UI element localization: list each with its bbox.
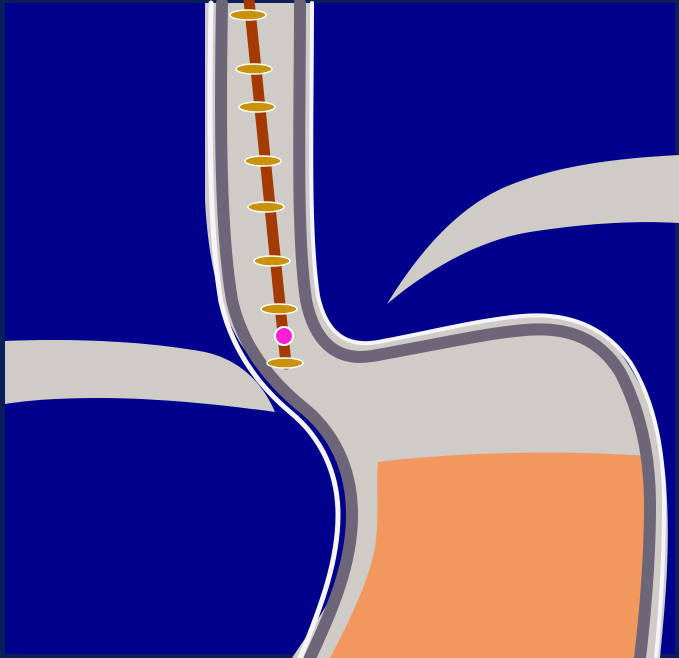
sensor-ring-icon [261, 304, 297, 314]
sensor-ring-icon [245, 156, 281, 166]
sensor-ring-icon [267, 358, 303, 368]
catheter-tip-dot-icon [275, 327, 293, 345]
gastric-contents [330, 453, 649, 658]
sensor-ring-icon [230, 10, 266, 20]
sensor-ring-icon [248, 202, 284, 212]
sensor-ring-icon [239, 102, 275, 112]
sensor-ring-icon [254, 256, 290, 266]
sensor-ring-icon [236, 64, 272, 74]
